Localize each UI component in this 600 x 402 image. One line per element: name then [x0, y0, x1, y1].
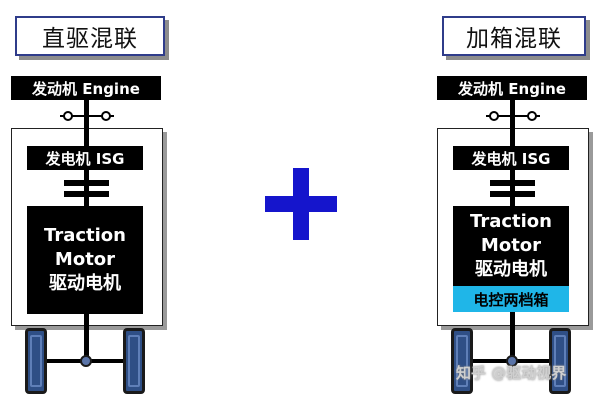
right-shaft-middle: [510, 170, 515, 206]
plus-sign-vertical: [293, 168, 309, 240]
right-clutch-joint-b: [527, 111, 537, 121]
right-wheel-left: [451, 328, 473, 394]
left-wheel-right: [123, 328, 145, 394]
left-clutch-joint-b: [101, 111, 111, 121]
right-differential-hub: [506, 355, 518, 367]
left-clutch-plate-bottom: [64, 191, 109, 197]
left-clutch-plate-top: [64, 180, 109, 186]
right-motor-text-1: Traction: [470, 211, 552, 232]
left-shaft-upper: [84, 100, 89, 146]
left-shaft-middle: [84, 170, 89, 206]
right-clutch-plate-bottom: [490, 191, 535, 197]
left-generator-block: 发电机 ISG: [27, 146, 143, 170]
left-clutch-line: [60, 115, 114, 117]
left-motor-text-3: 驱动电机: [49, 273, 121, 294]
right-motor-text-2: Motor: [480, 235, 542, 256]
left-wheel-left: [25, 328, 47, 394]
right-clutch-joint-a: [489, 111, 499, 121]
right-gearbox-block: 电控两档箱: [453, 286, 569, 312]
left-motor-text-1: Traction: [44, 225, 126, 246]
left-title: 直驱混联: [15, 16, 165, 56]
left-clutch-joint-a: [63, 111, 73, 121]
left-output-shaft: [84, 314, 89, 356]
watermark-text: 知乎 @驱动视界: [456, 364, 567, 382]
right-engine-block: 发动机 Engine: [437, 76, 587, 100]
right-title: 加箱混联: [442, 16, 586, 56]
left-motor-text-2: Motor: [54, 249, 116, 270]
right-motor-text-3: 驱动电机: [475, 259, 547, 280]
right-wheel-right: [549, 328, 571, 394]
left-differential-hub: [80, 355, 92, 367]
right-traction-motor: Traction Motor 驱动电机: [453, 206, 569, 286]
right-shaft-upper: [510, 100, 515, 146]
right-clutch-line: [486, 115, 540, 117]
right-generator-block: 发电机 ISG: [453, 146, 569, 170]
left-traction-motor: Traction Motor 驱动电机: [27, 206, 143, 314]
left-engine-block: 发动机 Engine: [11, 76, 161, 100]
right-clutch-plate-top: [490, 180, 535, 186]
right-output-shaft: [510, 312, 515, 356]
